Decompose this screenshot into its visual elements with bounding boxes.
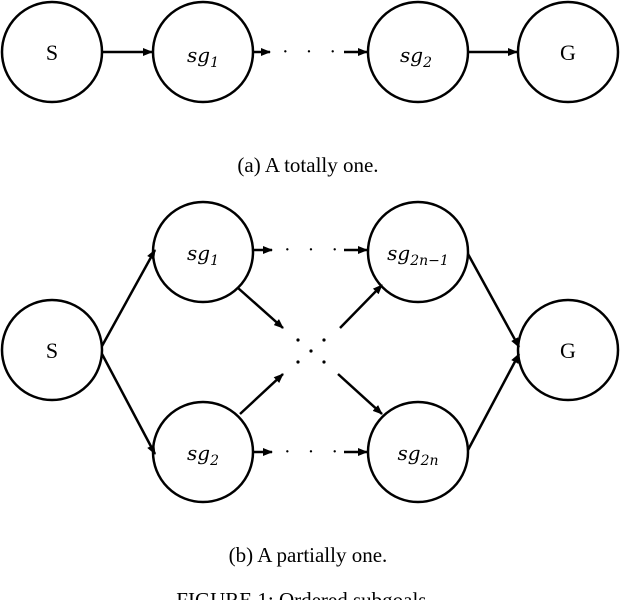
edge-b-start-sg2 [100, 353, 157, 455]
edge-b-cross-sg2n-minus-1 [339, 284, 383, 329]
figure-caption: FIGURE 1: Ordered subgoals. [176, 588, 431, 600]
node-a-goal [516, 0, 620, 104]
node-b-start-label: S [46, 338, 58, 363]
edge-b-cross-sg2n [337, 373, 383, 415]
node-b-goal-label: G [560, 338, 576, 363]
node-b-goal [516, 298, 620, 402]
node-a-start-label: S [46, 40, 58, 65]
node-b-sg2-label: sg2 [187, 441, 219, 469]
ellipsis-b-top: · · · [284, 239, 344, 261]
ellipsis-b-bottom: · · · [284, 441, 344, 463]
node-a-goal-label: G [560, 40, 576, 65]
node-b-sg2n-label: sg2n [397, 441, 438, 469]
node-a-sg2-label: sg2 [400, 43, 432, 71]
edge-b-sg2-cross [239, 373, 284, 415]
node-b-sg2n-minus-1 [366, 200, 470, 304]
node-a-sg1-label: sg1 [187, 43, 219, 71]
node-b-sg2n-minus-1-label: sg2n−1 [387, 241, 449, 269]
edge-b-start-sg1 [100, 249, 157, 347]
caption-a: (a) A totally one. [237, 153, 378, 177]
edge-b-sg2n-minus-1-goal [466, 253, 521, 348]
node-b-start [0, 298, 104, 402]
ellipsis-a: · · · [282, 41, 342, 63]
diagram-b: S sg1 sg2 sg2n−1 sg2n G · · · · · · [0, 200, 620, 567]
ellipsis-b-center [296, 338, 326, 364]
edge-b-sg1-cross [237, 287, 284, 329]
node-b-sg1-label: sg1 [187, 241, 219, 269]
diagram-a: S sg1 sg2 G · · · (a) A totally one. [0, 0, 620, 177]
node-b-sg2n [366, 400, 470, 504]
edge-b-sg2n-goal [466, 353, 521, 451]
caption-b: (b) A partially one. [229, 543, 388, 567]
